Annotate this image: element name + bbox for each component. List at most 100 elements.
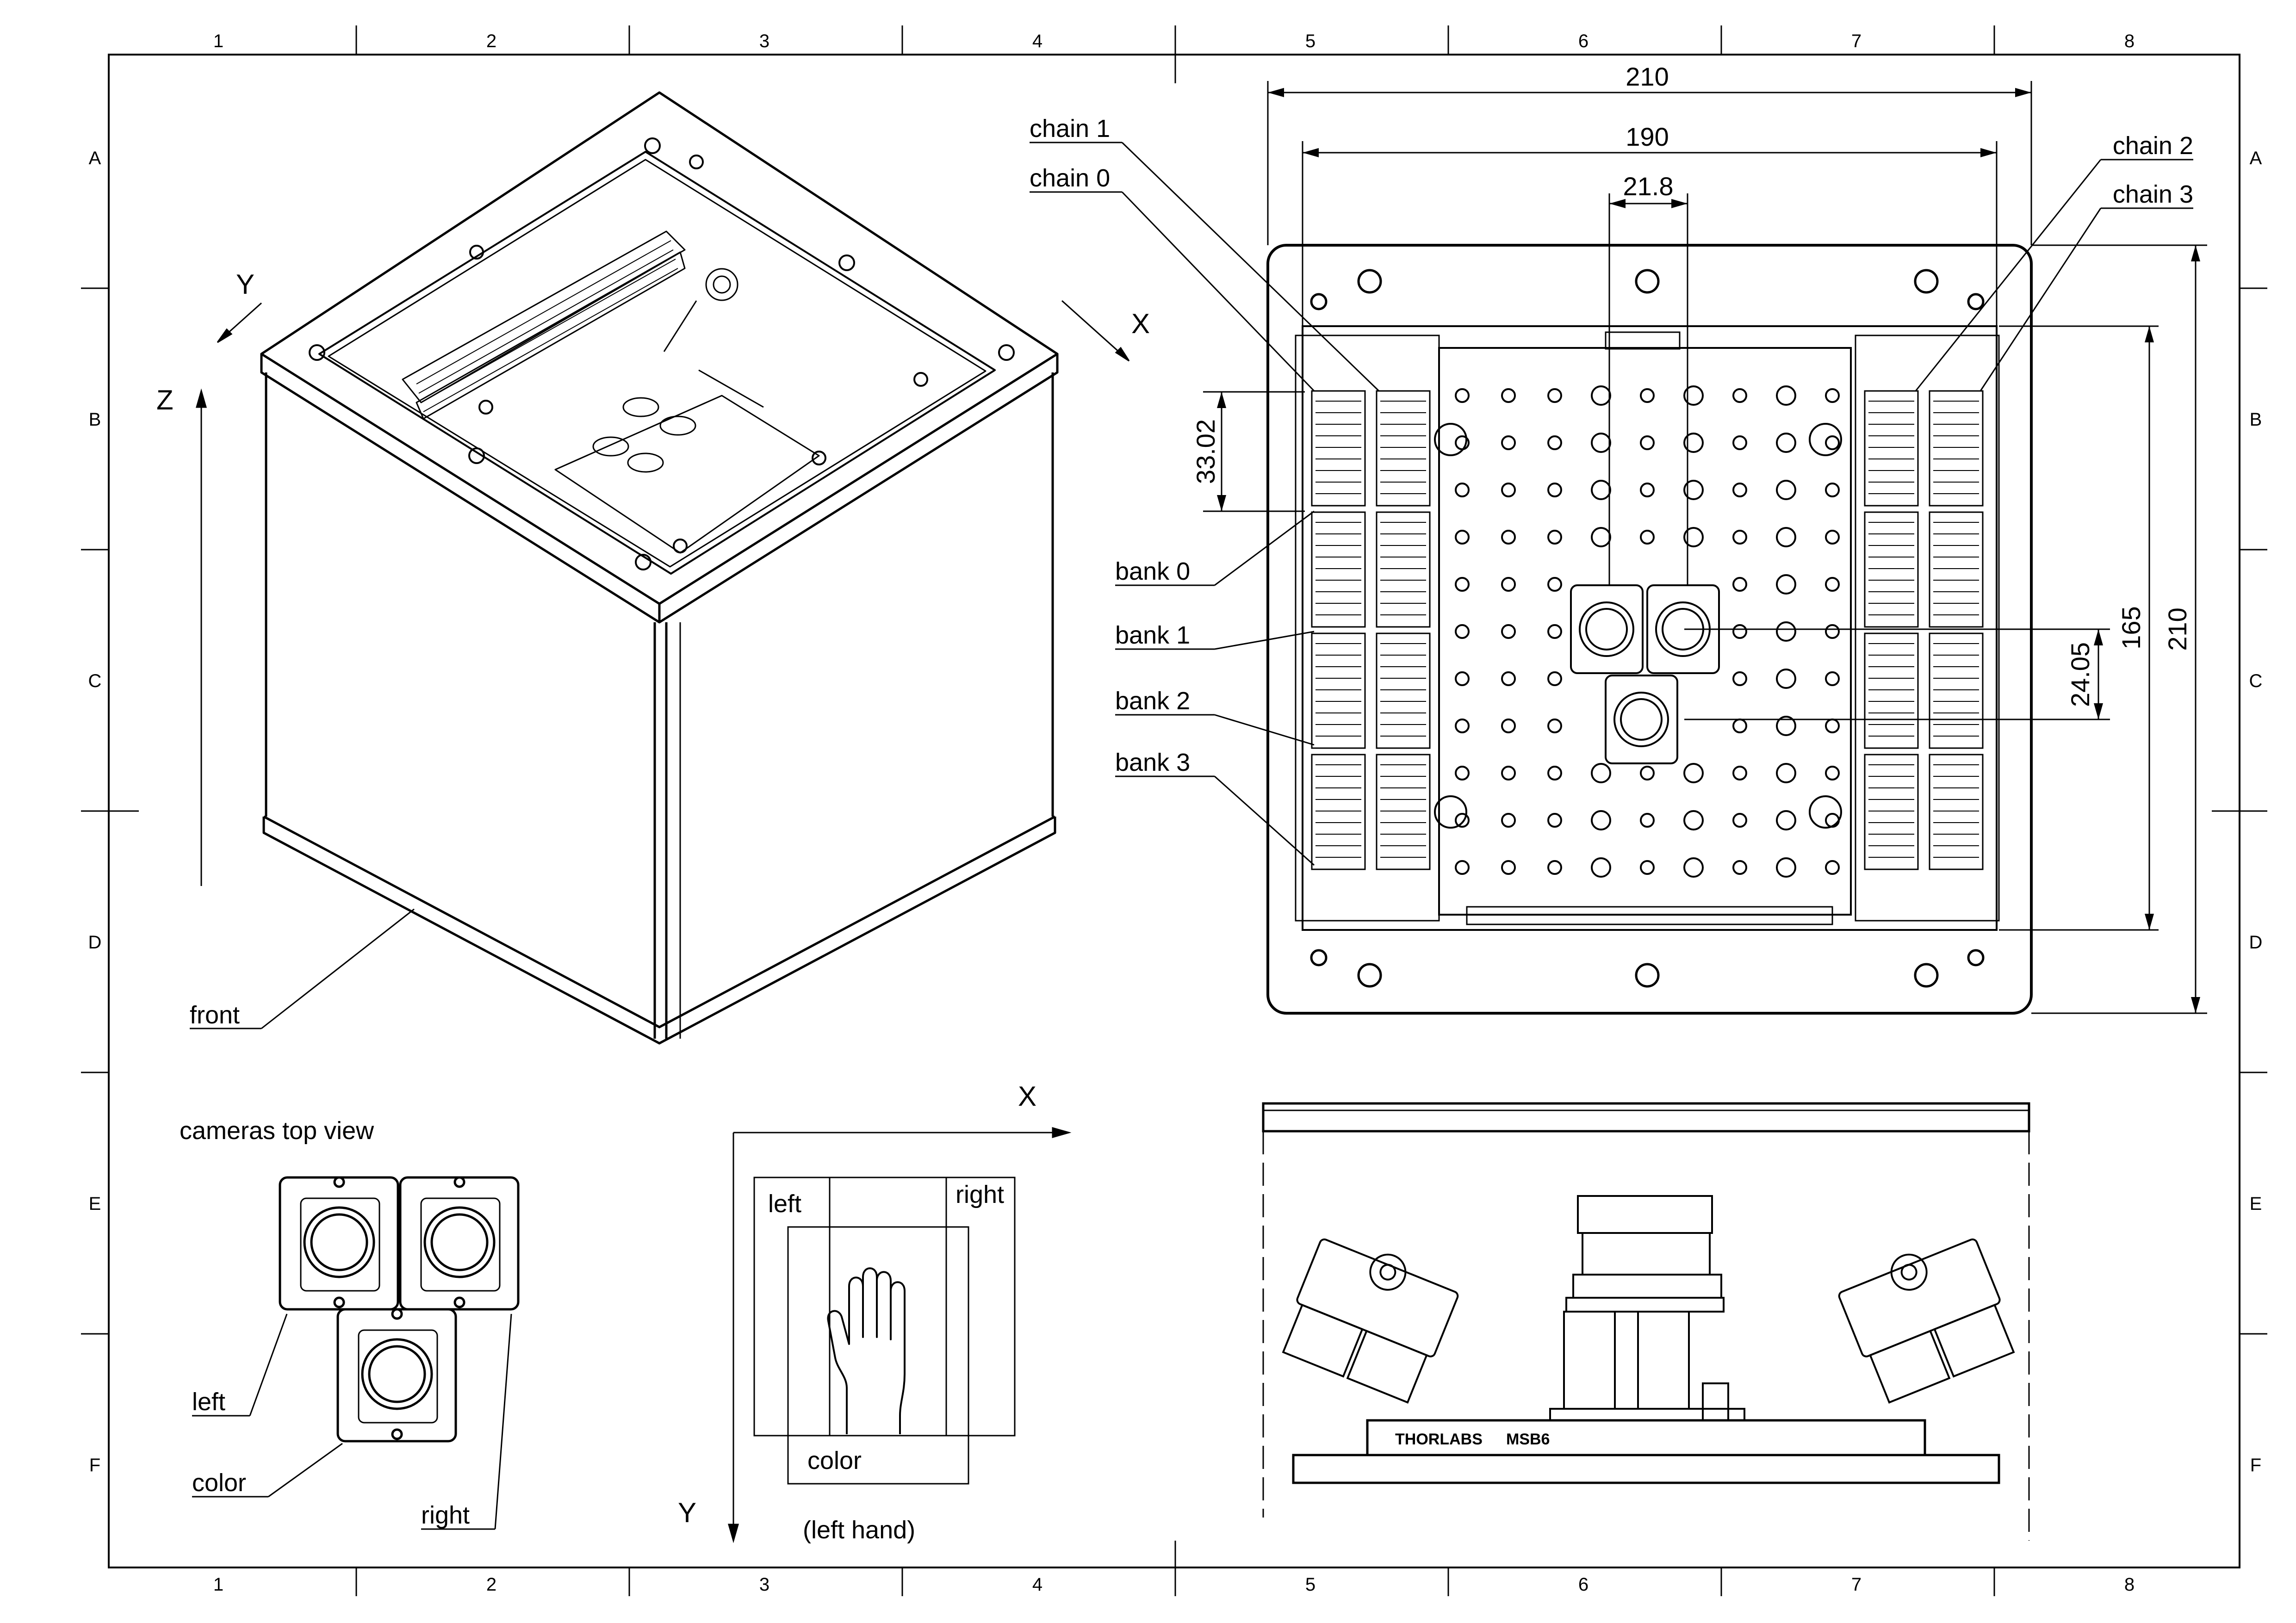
row-label-left-b: B [89, 409, 101, 430]
chain-3-label: chain 3 [2113, 180, 2193, 208]
connector-rows [416, 240, 678, 412]
side-brand-label-2: MSB6 [1506, 1431, 1550, 1448]
hand-icon [827, 1267, 906, 1434]
right-bank-panel [1855, 335, 2000, 922]
mounting-post-hole [1809, 795, 1842, 829]
breadboard-hole [1825, 483, 1840, 497]
camera-left-label: left [192, 1388, 225, 1416]
bank-0-label: bank 0 [1115, 558, 1190, 585]
camera-leaders [192, 1313, 512, 1530]
row-label-left-c: C [88, 671, 102, 691]
breadboard-hole [1640, 483, 1655, 497]
breadboard-hole [1776, 763, 1796, 783]
breadboard-hole [1547, 483, 1562, 497]
breadboard-hole [1683, 857, 1704, 878]
breadboard-hole [1591, 763, 1611, 783]
breadboard-hole [1825, 577, 1840, 592]
hand-axis-x-label: X [1018, 1081, 1036, 1112]
breadboard-hole [1591, 433, 1611, 453]
col-label-top-1: 1 [213, 31, 223, 51]
lid-holes [309, 137, 1015, 570]
color-fov [787, 1226, 969, 1485]
breadboard-hole [1455, 671, 1470, 686]
breadboard-hole [1732, 671, 1747, 686]
side-lid [1262, 1102, 2030, 1133]
col-label-top-7: 7 [1851, 31, 1862, 51]
breadboard-hole [1547, 577, 1562, 592]
row-label-right-f: F [2250, 1455, 2261, 1475]
breadboard-hole [1825, 860, 1840, 875]
col-label-bottom-5: 5 [1305, 1574, 1316, 1595]
row-label-right-c: C [2249, 671, 2263, 691]
col-label-bottom-2: 2 [486, 1574, 496, 1595]
breadboard-hole [1501, 624, 1516, 639]
breadboard-hole [1683, 810, 1704, 830]
breadboard-hole [1732, 530, 1747, 545]
camera-color-label: color [192, 1469, 246, 1497]
terminal-block [1929, 632, 1984, 749]
breadboard-hole [1547, 435, 1562, 450]
side-cameras [1282, 1238, 2015, 1404]
breadboard-hole [1683, 433, 1704, 453]
col-label-bottom-7: 7 [1851, 1574, 1862, 1595]
breadboard-hole-grid [1434, 385, 1842, 878]
col-label-top-6: 6 [1578, 31, 1589, 51]
label-leaders [1030, 142, 2193, 866]
dim-165: 165 [2116, 606, 2146, 649]
chain-0-label: chain 0 [1030, 164, 1110, 192]
dim-190: 190 [1626, 122, 1669, 151]
breadboard-hole [1501, 766, 1516, 781]
breadboard-hole [1591, 810, 1611, 830]
front-label: front [190, 1001, 240, 1029]
breadboard-hole [1501, 813, 1516, 828]
hand-axis-y-label: Y [678, 1497, 696, 1528]
breadboard-hole [1825, 624, 1840, 639]
side-view [1262, 1102, 2030, 1541]
camera-right-label: right [421, 1501, 470, 1529]
breadboard-hole [1776, 480, 1796, 500]
breadboard-hole [1825, 766, 1840, 781]
iso-axis-y-label: Y [236, 269, 254, 300]
row-label-left-e: E [89, 1194, 101, 1214]
breadboard-hole [1501, 435, 1516, 450]
breadboard-hole [1776, 527, 1796, 547]
col-label-bottom-4: 4 [1032, 1574, 1043, 1595]
row-label-right-d: D [2249, 932, 2263, 953]
side-camera-right [1838, 1238, 2015, 1404]
row-label-left-d: D [88, 932, 102, 953]
breadboard-hole [1547, 388, 1562, 403]
breadboard-hole [1683, 385, 1704, 406]
terminal-block [1376, 390, 1431, 507]
breadboard-hole [1455, 860, 1470, 875]
zone-ticks [81, 25, 2267, 1596]
breadboard-hole [1732, 860, 1747, 875]
terminal-block [1311, 511, 1366, 628]
col-label-top-8: 8 [2124, 31, 2135, 51]
breadboard-hole [1732, 483, 1747, 497]
col-label-top-4: 4 [1032, 31, 1043, 51]
terminal-block [1311, 632, 1366, 749]
breadboard-hole [1455, 719, 1470, 733]
breadboard-hole [1776, 716, 1796, 736]
breadboard-hole [1825, 671, 1840, 686]
breadboard-hole [1683, 480, 1704, 500]
terminal-block [1864, 754, 1919, 870]
breadboard-hole [1640, 813, 1655, 828]
breadboard-hole [1547, 719, 1562, 733]
iso-axis-x-label: X [1131, 308, 1150, 339]
mounting-post-hole [1809, 423, 1842, 456]
breadboard-hole [1547, 813, 1562, 828]
breadboard-hole [1501, 483, 1516, 497]
breadboard-hole [1547, 530, 1562, 545]
cameras-top-view-title: cameras top view [180, 1117, 374, 1145]
row-label-left-a: A [89, 148, 101, 168]
col-label-bottom-6: 6 [1578, 1574, 1589, 1595]
breadboard-hole [1776, 669, 1796, 689]
bank-1-label: bank 1 [1115, 621, 1190, 649]
breadboard-hole [1776, 621, 1796, 642]
top-dimension-lines [1203, 81, 2207, 1014]
breadboard-hole [1591, 527, 1611, 547]
breadboard-hole [1547, 860, 1562, 875]
breadboard-hole [1640, 766, 1655, 781]
breadboard-hole [1501, 577, 1516, 592]
